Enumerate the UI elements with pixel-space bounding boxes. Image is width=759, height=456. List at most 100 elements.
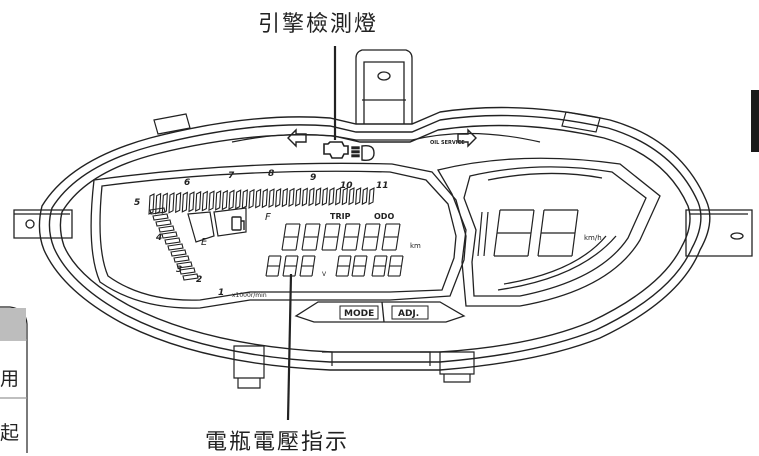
segment (343, 223, 347, 238)
fuel-f-label: F (265, 212, 271, 223)
tacho-bar (348, 187, 355, 206)
segment (315, 236, 319, 251)
segment (335, 265, 339, 277)
segment (383, 223, 387, 238)
tacho-bar (188, 191, 195, 213)
tacho-bar (161, 192, 168, 215)
tacho-bar (328, 187, 335, 206)
tacho-bar (215, 190, 222, 211)
segment (352, 255, 356, 267)
tacho-bar (288, 187, 295, 208)
battery-callout-leader (286, 273, 293, 421)
tacho-bar (255, 188, 262, 209)
tacho-tick-3: 3 (176, 265, 182, 275)
segment (371, 265, 375, 277)
tacho-tick-1: 1 (218, 288, 224, 298)
voltage-digits (265, 255, 316, 277)
mount-bracket-right (685, 209, 753, 257)
segment (355, 236, 359, 251)
left-turn-icon (287, 128, 307, 148)
engine-check-icon (323, 141, 349, 159)
tacho-bar (221, 189, 228, 211)
tacho-bar (155, 192, 162, 215)
segment (312, 255, 316, 267)
tacho-bar (158, 225, 175, 233)
tacho-bar (170, 249, 187, 257)
segment (364, 255, 368, 267)
tacho-bar (295, 187, 302, 207)
segment (323, 223, 327, 238)
segment (381, 236, 385, 251)
segment (527, 232, 532, 257)
segment (283, 223, 287, 238)
segment (530, 209, 535, 234)
fuel-e-label: E (201, 237, 208, 248)
segment (483, 211, 489, 257)
segment (384, 255, 388, 267)
fuel-gauge (187, 207, 247, 243)
segment (348, 255, 352, 267)
segment (372, 255, 376, 267)
segment (540, 209, 545, 234)
tacho-bar (241, 189, 248, 210)
segment (266, 255, 270, 267)
segment (301, 236, 305, 251)
segment (341, 236, 345, 251)
tacho-bar (176, 261, 193, 269)
side-tab-header (0, 308, 26, 340)
segment (375, 236, 379, 251)
tacho-bar (355, 187, 362, 206)
segment (388, 255, 392, 267)
segment (363, 223, 367, 238)
right-edge-marker (751, 90, 759, 152)
segment (363, 265, 367, 277)
tacho-bar (173, 255, 190, 263)
voltage-unit-label: V (322, 271, 327, 278)
segment (571, 232, 576, 257)
oil-service-label: OIL SERVICE (430, 140, 465, 146)
tacho-bar (181, 191, 188, 213)
segment (321, 236, 325, 251)
tacho-bar (275, 188, 282, 208)
tacho-bar (315, 187, 322, 207)
outer-housing (38, 106, 711, 371)
odometer-digits (281, 223, 401, 251)
tacho-tick-6: 6 (184, 178, 190, 188)
tacho-bar (148, 193, 155, 215)
segment (493, 232, 498, 257)
tacho-tick-10: 10 (340, 181, 353, 191)
segment (400, 255, 404, 267)
segment (395, 236, 399, 251)
segment (335, 236, 339, 251)
speed-unit-label: km/h (584, 234, 602, 242)
segment (347, 265, 351, 277)
tacho-unit-label: x1000r/min (232, 292, 267, 299)
segment (496, 209, 501, 234)
segment (299, 265, 303, 277)
tacho-bar (152, 213, 169, 221)
segment (399, 265, 403, 277)
mode-button[interactable] (339, 305, 379, 320)
tacho-bar (161, 231, 178, 239)
segment (383, 265, 387, 277)
adj-button[interactable] (391, 305, 429, 320)
side-tab-text-1: 用 (0, 368, 20, 390)
headlight-icon (351, 144, 375, 162)
battery-voltage-callout: 電瓶電壓指示 (205, 430, 350, 455)
speedometer-panel (436, 157, 661, 307)
housing-clips (153, 111, 601, 389)
tacho-tick-9: 9 (310, 173, 316, 183)
segment (377, 223, 381, 238)
tacho-bar (164, 237, 181, 245)
tacho-bar (301, 187, 308, 207)
segment (295, 255, 299, 267)
tacho-tick-2: 2 (196, 275, 202, 285)
right-turn-icon (457, 128, 477, 148)
tacho-bar (208, 190, 215, 212)
segment (297, 223, 301, 238)
tacho-bar (308, 187, 315, 207)
tacho-bar (195, 190, 202, 212)
tacho-bar (167, 243, 184, 251)
tacho-bar (168, 192, 175, 214)
fuel-pump-icon (231, 216, 245, 231)
